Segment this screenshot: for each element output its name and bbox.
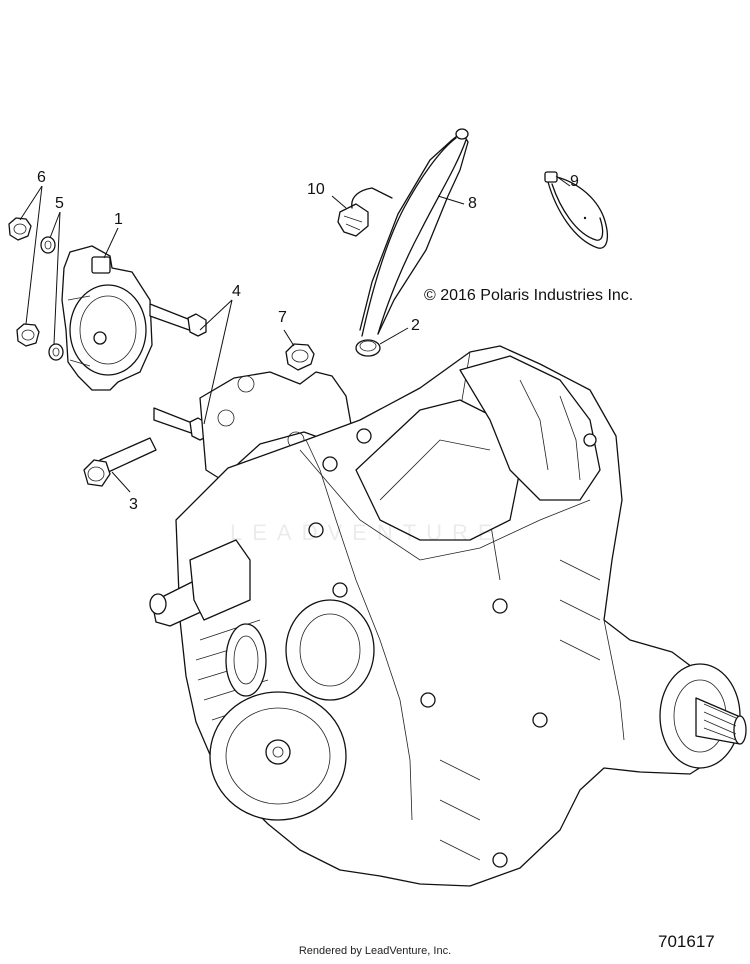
part-2-clamp[interactable] bbox=[355, 339, 381, 357]
callout-4[interactable]: 4 bbox=[232, 283, 241, 300]
part-10-clip[interactable] bbox=[337, 203, 369, 237]
part-4-bolt-lower[interactable] bbox=[153, 407, 209, 441]
callout-8[interactable]: 8 bbox=[468, 195, 477, 212]
leader-lines bbox=[19, 175, 571, 493]
part-5-washer-bottom[interactable] bbox=[48, 343, 64, 361]
part-6-nut-top[interactable] bbox=[8, 217, 32, 241]
drawing-number: 701617 bbox=[658, 932, 715, 951]
callout-5[interactable]: 5 bbox=[55, 195, 64, 212]
part-1-sensor[interactable] bbox=[61, 245, 153, 391]
callout-9[interactable]: 9 bbox=[570, 173, 579, 190]
part-3-bolt[interactable] bbox=[83, 437, 157, 487]
part-4-bolt-upper[interactable] bbox=[149, 303, 207, 337]
callout-6[interactable]: 6 bbox=[37, 169, 46, 186]
transmission-housing[interactable] bbox=[149, 345, 747, 887]
callout-10[interactable]: 10 bbox=[307, 181, 325, 198]
part-7-nut[interactable] bbox=[285, 343, 315, 371]
footer-credit: Rendered by LeadVenture, Inc. bbox=[298, 945, 452, 957]
part-6-nut-bottom[interactable] bbox=[16, 323, 40, 347]
part-8-vent-hose[interactable] bbox=[351, 128, 469, 337]
callout-3[interactable]: 3 bbox=[129, 496, 138, 513]
callout-7[interactable]: 7 bbox=[278, 309, 287, 326]
callout-1[interactable]: 1 bbox=[114, 211, 123, 228]
callout-2[interactable]: 2 bbox=[411, 317, 420, 334]
copyright-notice: © 2016 Polaris Industries Inc. bbox=[424, 287, 634, 304]
part-9-cable-tie[interactable] bbox=[544, 171, 609, 249]
part-5-washer-top[interactable] bbox=[40, 236, 56, 254]
watermark: LEADVENTURE bbox=[230, 520, 503, 545]
